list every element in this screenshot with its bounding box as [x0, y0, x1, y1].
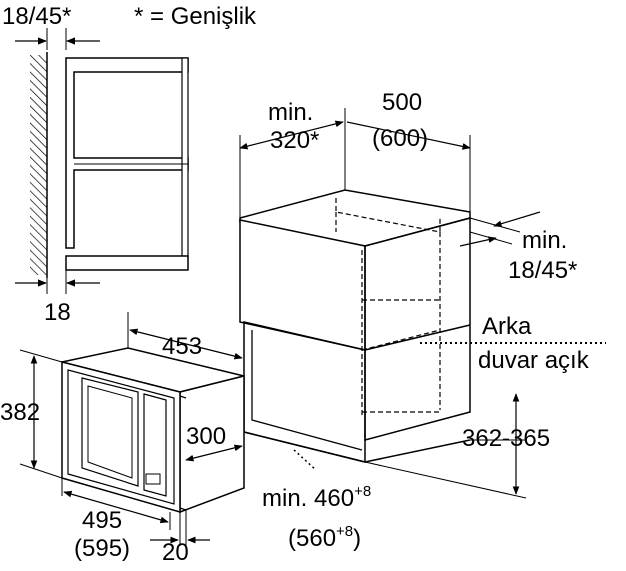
side-cabinet-right-post [181, 57, 189, 259]
appliance-drawing [19, 312, 245, 546]
depth453-arrow [129, 328, 243, 360]
side-view [15, 28, 189, 294]
side-cabinet-bottom-shelf [65, 255, 189, 271]
appliance-width-label-1: 495 [82, 507, 122, 534]
back-wall-label-2: duvar açık [478, 347, 590, 374]
depth500-arrow [346, 121, 471, 150]
height-label: 362-365 [462, 425, 550, 452]
appliance-frame-label: 20 [162, 539, 189, 566]
appliance-depth-label: 453 [162, 333, 202, 360]
min-width-label-1: min. [268, 99, 313, 126]
back-wall-label-1: Arka [482, 313, 532, 340]
side-min-label-1: min. [522, 227, 567, 254]
side-bottom-dim: 18 [44, 299, 71, 326]
appliance-height-label: 382 [0, 399, 40, 426]
appliance-door [81, 377, 139, 487]
wall-hatch [30, 55, 47, 275]
min320-arrow [239, 120, 344, 150]
min-width-label-2: 320* [270, 127, 319, 154]
inner-min-label: min. 460+8 [262, 483, 371, 512]
depth300-arrow [185, 444, 243, 462]
appliance-width-label-2: (595) [74, 535, 130, 562]
depth-label-1: 500 [382, 89, 422, 116]
display [145, 473, 161, 485]
side-min-label-2: 18/45* [508, 257, 577, 284]
hidden-lines [335, 198, 441, 418]
inner-alt-label: (560+8) [288, 523, 361, 552]
width495-arrow [63, 490, 169, 524]
cabinet-drawing [239, 108, 606, 499]
legend-left-dim: 18/45* [2, 3, 71, 30]
appliance-inner-depth-label: 300 [186, 423, 226, 450]
depth-label-2: (600) [372, 125, 428, 152]
legend-note: * = Genişlik [134, 3, 257, 30]
side-cabinet [65, 57, 189, 249]
